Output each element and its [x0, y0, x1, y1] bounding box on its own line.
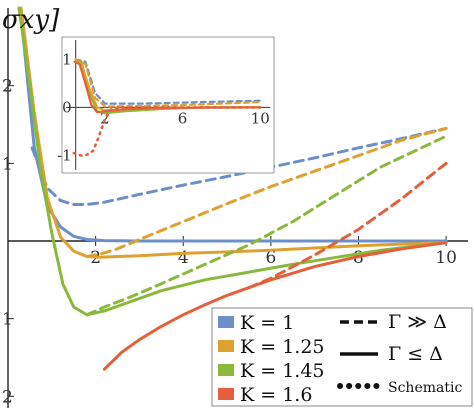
- main-series-group: [17, 6, 448, 371]
- main-labels: σxy]: [2, 5, 60, 35]
- series-line-solid: [19, 6, 448, 259]
- x-tick-label: 10: [435, 248, 457, 268]
- y-tick-label: 2: [2, 387, 13, 407]
- inset-series-group: [72, 58, 262, 157]
- legend-label: K = 1.25: [240, 336, 325, 358]
- y-tick-label: 1: [2, 154, 13, 174]
- x-tick-label: 4: [178, 248, 189, 268]
- legend-swatch: [218, 316, 234, 328]
- legend-style-label: Schematic: [388, 380, 462, 396]
- legend-label: K = 1: [240, 312, 294, 334]
- inset-series-line-dashed: [74, 58, 262, 105]
- y-tick-label: 1: [2, 310, 13, 330]
- legend-swatch: [218, 364, 234, 376]
- inset-y-tick-label: 0: [62, 98, 72, 116]
- inset-x-tick-label: 2: [100, 109, 110, 127]
- inset-x-tick-label: 10: [251, 109, 270, 127]
- x-tick-label: 6: [265, 248, 276, 268]
- legend-label: K = 1.45: [240, 360, 325, 382]
- legend-swatch: [218, 340, 234, 352]
- y-axis-label: σxy]: [2, 5, 60, 35]
- series-line-dashed: [247, 161, 448, 290]
- series-line-solid: [17, 6, 448, 317]
- series-line-dashed: [85, 126, 448, 258]
- legend-style-entries: Γ ≫ Δ Γ ≤ Δ Schematic: [337, 311, 462, 396]
- legend: K = 1K = 1.25K = 1.45K = 1.6 Γ ≫ Δ Γ ≤ Δ S…: [211, 307, 473, 407]
- legend-color-entries: K = 1K = 1.25K = 1.45K = 1.6: [218, 312, 325, 406]
- inset-series-line-solid: [73, 60, 262, 114]
- y-tick-label: 2: [2, 77, 13, 97]
- legend-label: K = 1.6: [240, 384, 312, 406]
- legend-box: [211, 307, 473, 407]
- legend-swatch: [218, 388, 234, 400]
- inset-y-tick-label: 1: [62, 50, 72, 68]
- inset-x-tick-label: 6: [178, 109, 188, 127]
- inset-y-tick-label: -1: [57, 147, 72, 165]
- legend-style-label: Γ ≫ Δ: [388, 311, 447, 333]
- series-line-dashed: [85, 134, 448, 317]
- legend-style-label: Γ ≤ Δ: [388, 343, 443, 365]
- series-line-solid: [102, 241, 448, 371]
- series-line-dashed: [30, 126, 448, 206]
